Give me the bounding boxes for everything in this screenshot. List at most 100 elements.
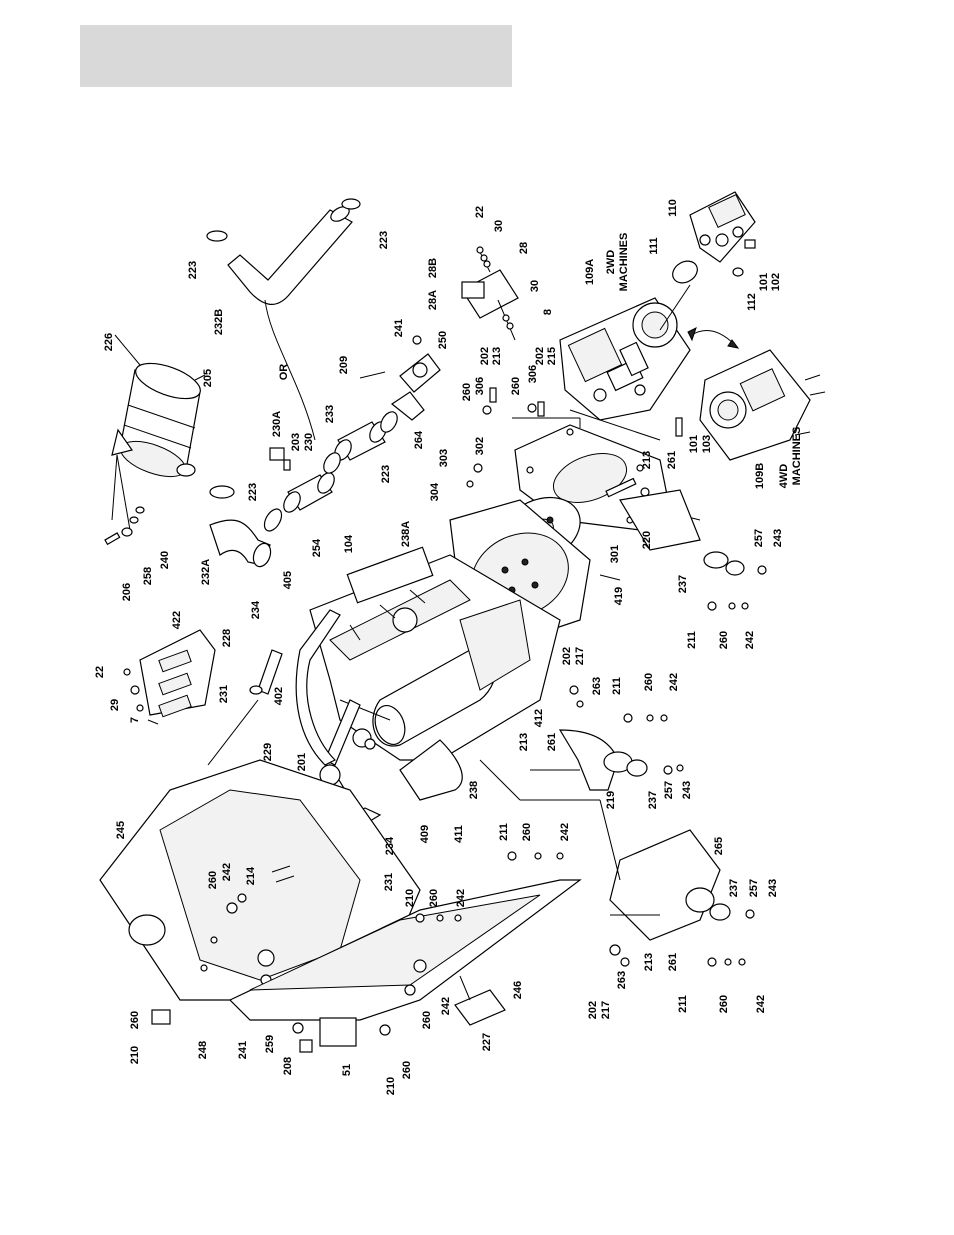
part-label-260: 260 (510, 377, 522, 395)
part-label-265: 265 (713, 837, 725, 855)
part-label-4wd: 4WD (778, 464, 790, 489)
part-label-237: 237 (728, 879, 740, 897)
part-label-237: 237 (647, 791, 659, 809)
engine-block-drawing (309, 546, 561, 801)
part-label-230a: 230A (271, 411, 283, 437)
part-label-102: 102 (770, 273, 782, 291)
part-label-242: 242 (455, 889, 467, 907)
part-label-219: 219 (605, 791, 617, 809)
part-label-237: 237 (677, 575, 689, 593)
part-label-228: 228 (221, 629, 233, 647)
relay-panel-422-drawing (123, 629, 216, 725)
part-label-402: 402 (273, 687, 285, 705)
pump-109B-drawing (687, 327, 826, 461)
part-label-201: 201 (296, 753, 308, 771)
part-label-213: 213 (643, 953, 655, 971)
part-label-245: 245 (115, 821, 127, 839)
part-label-260: 260 (421, 1011, 433, 1029)
part-label-111: 111 (648, 237, 660, 254)
part-label-230: 230 (303, 433, 315, 451)
part-label-241: 241 (237, 1041, 249, 1059)
part-label-203: 203 (290, 433, 302, 451)
part-label-241: 241 (393, 319, 405, 337)
part-label-243: 243 (681, 781, 693, 799)
part-label-2wd: 2WD (605, 250, 617, 275)
part-label-234: 234 (384, 836, 396, 855)
part-label-243: 243 (772, 529, 784, 547)
part-label-223: 223 (247, 483, 259, 501)
part-label-257: 257 (663, 781, 675, 799)
part-label-260: 260 (401, 1061, 413, 1079)
part-label-226: 226 (103, 333, 115, 351)
part-label-232a: 232A (200, 559, 212, 585)
part-label-260: 260 (428, 889, 440, 907)
part-label-machines: MACHINES (791, 427, 803, 486)
part-label-259: 259 (264, 1035, 276, 1053)
part-label-202: 202 (534, 347, 546, 365)
part-label-264: 264 (413, 430, 425, 449)
part-label-302: 302 (474, 437, 486, 455)
engine-mounts-drawing (415, 489, 767, 967)
header-bar (80, 25, 512, 87)
part-label-223: 223 (378, 231, 390, 249)
intake-tubes-drawing (269, 335, 441, 513)
part-label-422: 422 (171, 611, 183, 629)
part-label-238: 238 (468, 781, 480, 799)
part-label-28: 28 (518, 242, 530, 254)
part-label-250: 250 (437, 331, 449, 349)
part-label-101: 101 (688, 435, 700, 453)
part-label-217: 217 (574, 647, 586, 665)
part-label-22: 22 (94, 666, 106, 678)
part-label-306: 306 (474, 377, 486, 395)
part-label-213: 213 (641, 451, 653, 469)
part-label-306: 306 (527, 365, 539, 383)
part-label-202: 202 (561, 647, 573, 665)
part-label-machines: MACHINES (618, 233, 630, 292)
part-label-215: 215 (546, 347, 558, 365)
part-label-304: 304 (429, 482, 441, 501)
part-label-261: 261 (666, 451, 678, 469)
part-label-112: 112 (746, 293, 758, 311)
part-label-246: 246 (512, 981, 524, 999)
part-label-238a: 238A (400, 521, 412, 547)
part-label-28a: 28A (427, 290, 439, 310)
hardware-206-258-240-drawing (104, 506, 145, 546)
part-label-214: 214 (245, 866, 257, 885)
part-label-220: 220 (641, 531, 653, 549)
part-label-260: 260 (718, 995, 730, 1013)
part-label-202: 202 (587, 1001, 599, 1019)
part-label-109a: 109A (584, 259, 596, 285)
part-label-213: 213 (518, 733, 530, 751)
part-label-248: 248 (197, 1041, 209, 1059)
part-label-261: 261 (546, 733, 558, 751)
part-label-211: 211 (498, 823, 510, 841)
part-label-223: 223 (187, 261, 199, 279)
part-label-30: 30 (493, 220, 505, 232)
part-label-210: 210 (385, 1077, 397, 1095)
part-label-103: 103 (701, 435, 713, 453)
pump-109A-drawing (559, 297, 691, 441)
part-label-202: 202 (479, 347, 491, 365)
part-label-or: OR (278, 364, 290, 381)
part-label-232b: 232B (213, 309, 225, 335)
part-label-260: 260 (643, 673, 655, 691)
part-label-213: 213 (491, 347, 503, 365)
part-label-242: 242 (221, 863, 233, 881)
part-label-208: 208 (282, 1057, 294, 1075)
part-label-254: 254 (311, 538, 323, 557)
part-label-242: 242 (668, 673, 680, 691)
part-label-7: 7 (129, 717, 141, 723)
part-label-258: 258 (142, 567, 154, 585)
part-label-260: 260 (521, 823, 533, 841)
part-label-211: 211 (686, 631, 698, 649)
valve-block-28-drawing (461, 246, 519, 341)
part-label-231: 231 (218, 685, 230, 703)
part-label-260: 260 (129, 1011, 141, 1029)
part-label-29: 29 (109, 699, 121, 711)
part-label-234: 234 (250, 600, 262, 619)
part-label-260: 260 (718, 631, 730, 649)
part-label-209: 209 (338, 356, 350, 374)
part-label-233: 233 (324, 405, 336, 423)
part-label-243: 243 (767, 879, 779, 897)
